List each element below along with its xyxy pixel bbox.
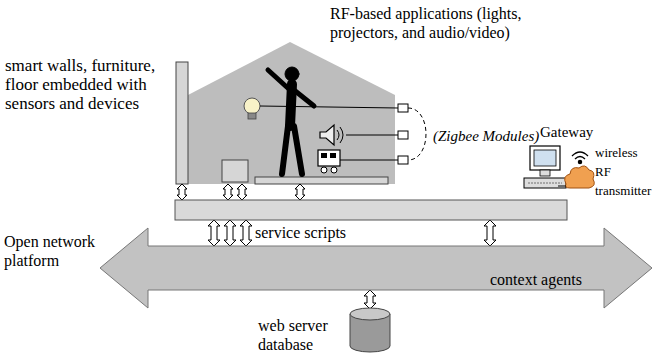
platform-label: context agents (490, 270, 600, 289)
transmitter-cable (558, 186, 566, 187)
platform-arrow-outline (100, 228, 652, 308)
double-arrow-connector (240, 220, 252, 246)
zigbee-modules (398, 104, 408, 164)
smart-walls-label: smart walls, furniture, floor embedded w… (5, 56, 173, 113)
person-figure (268, 67, 314, 174)
zigbee-label: (Zigbee Modules) (433, 127, 545, 146)
smart-floor (255, 177, 388, 184)
double-arrow-connector (224, 220, 236, 246)
service-bar-outline (175, 200, 567, 220)
database-label: web server database (258, 316, 342, 354)
platform-arrow: Open network platformcontext agents (100, 228, 652, 308)
speaker-icon (320, 125, 398, 145)
platform-heading: Open network platform (4, 232, 96, 270)
wireless-icon (572, 152, 588, 164)
gateway-label: Gateway (540, 123, 600, 142)
device-arrows (177, 184, 305, 200)
rf-apps-label: RF-based applications (lights, projector… (330, 4, 570, 42)
service-bar: service scripts (175, 200, 567, 220)
smart-wall (176, 62, 188, 184)
room-house (188, 42, 395, 184)
gateway-computer (524, 146, 566, 188)
smart-furniture (222, 160, 248, 182)
double-arrow-connector (208, 220, 220, 246)
database-cylinder-outline (350, 308, 390, 352)
bar-label: service scripts (255, 223, 395, 242)
double-arrow-connector (484, 220, 496, 246)
projector-icon (318, 150, 398, 173)
light-bulb (244, 98, 398, 119)
rf-transmitter-label: wireless RF transmitter (595, 143, 651, 200)
double-arrow-connector (364, 290, 376, 309)
rf-cloud (565, 166, 595, 188)
database-cylinder: web server database (350, 308, 390, 352)
zigbee-link (408, 108, 426, 160)
